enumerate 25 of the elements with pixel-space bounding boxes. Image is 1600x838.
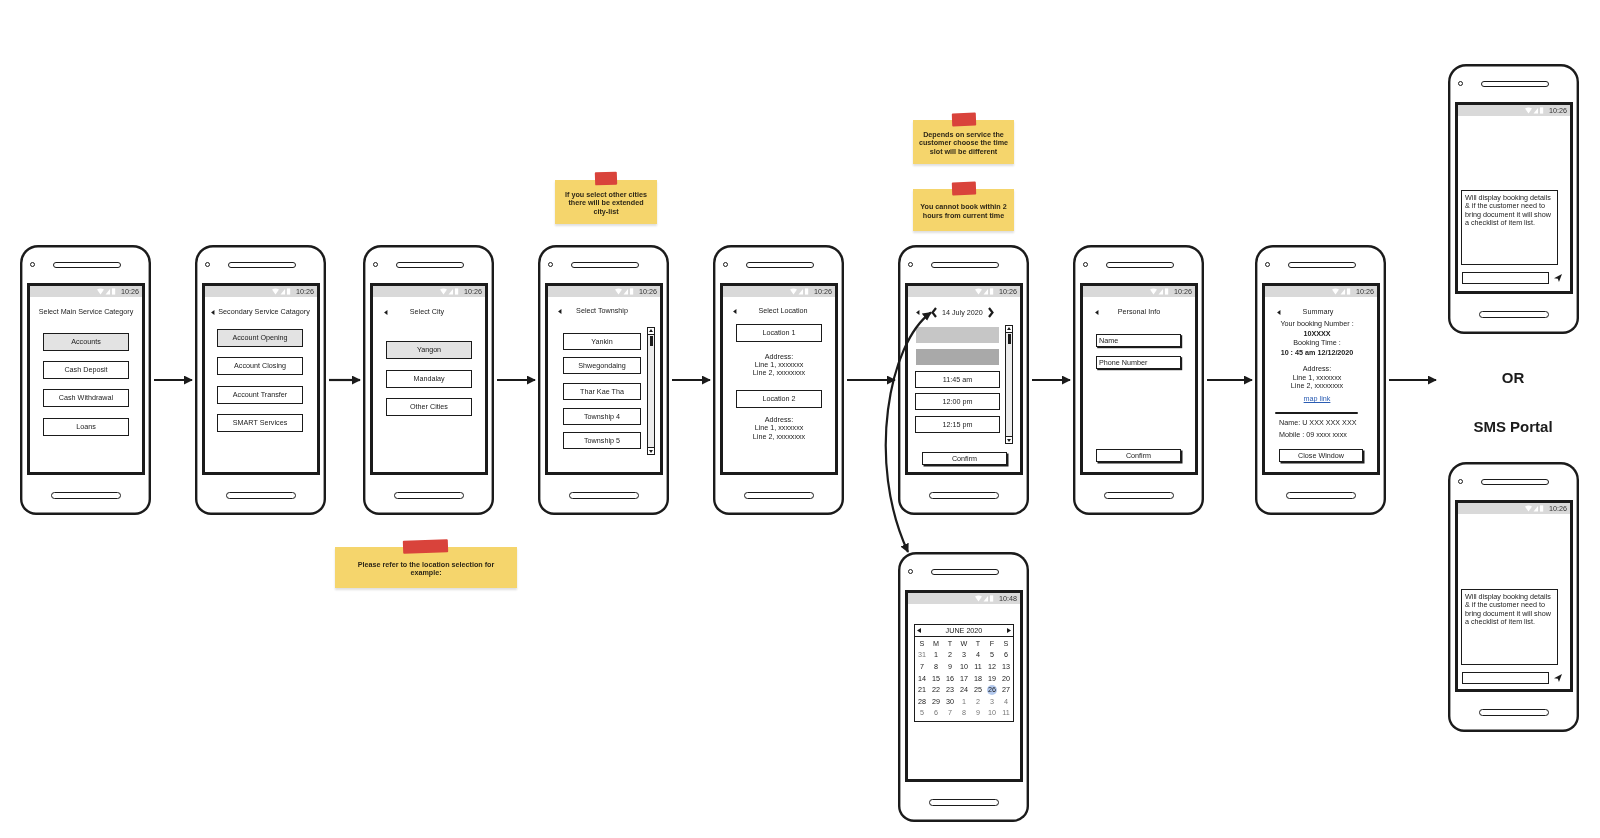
arrow xyxy=(329,375,361,385)
phone-mockup xyxy=(195,245,326,515)
arrow xyxy=(884,311,932,553)
section-heading: SMS Portal xyxy=(1473,418,1553,436)
phone-mockup xyxy=(20,245,151,515)
placeholder-bar xyxy=(916,349,999,365)
arrow xyxy=(497,375,536,385)
phone-mockup xyxy=(898,245,1029,515)
phone-mockup xyxy=(1073,245,1204,515)
phone-mockup xyxy=(363,245,494,515)
arrow xyxy=(1389,375,1437,385)
phone-mockup xyxy=(1448,64,1579,334)
placeholder-bar xyxy=(916,327,999,343)
arrow xyxy=(847,375,896,385)
arrow xyxy=(154,375,193,385)
phone-mockup xyxy=(1448,462,1579,732)
arrow xyxy=(672,375,711,385)
or-label: OR xyxy=(1501,369,1525,387)
arrow xyxy=(1207,375,1253,385)
calendar-widget xyxy=(914,624,1014,722)
phone-mockup xyxy=(713,245,844,515)
phone-mockup xyxy=(898,552,1029,822)
phone-mockup xyxy=(538,245,669,515)
phone-mockup xyxy=(1255,245,1386,515)
arrow xyxy=(1032,375,1071,385)
